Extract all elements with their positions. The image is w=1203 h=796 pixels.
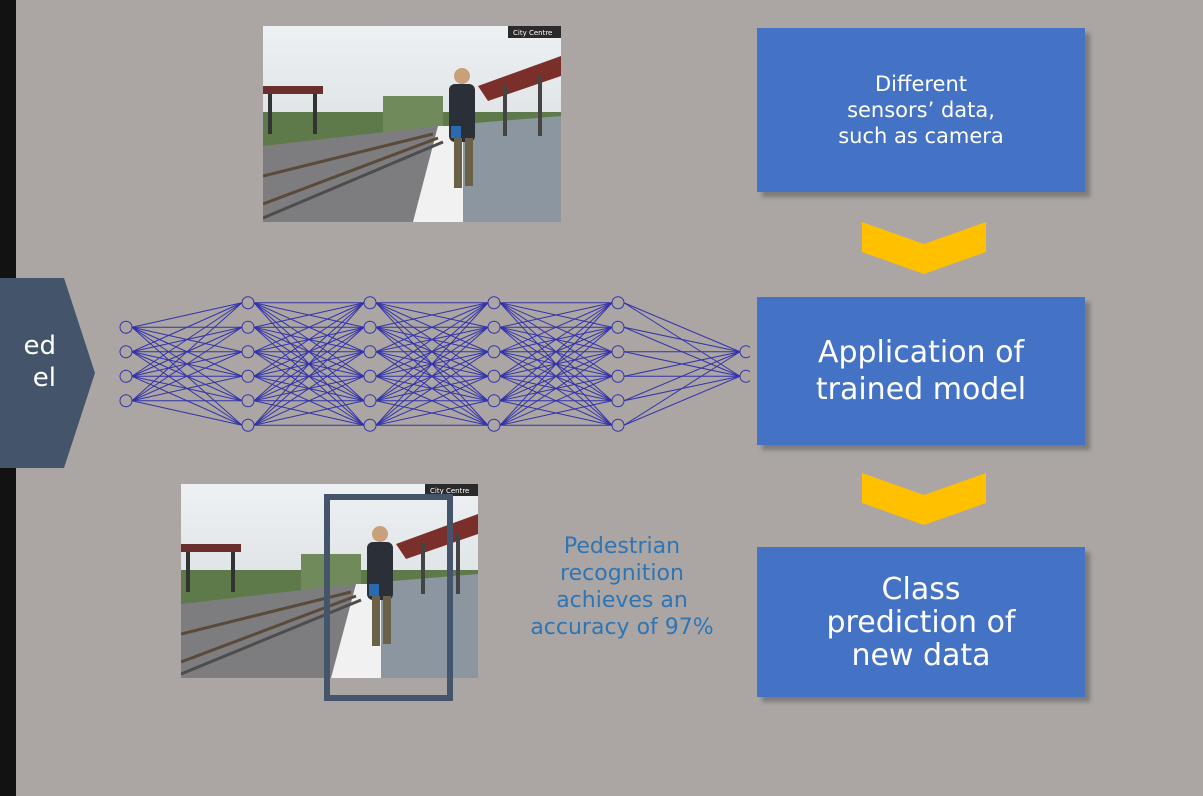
network-edge	[499, 400, 613, 426]
network-edge	[623, 375, 741, 426]
network-edge	[499, 302, 613, 402]
network-node	[611, 296, 625, 310]
network-node	[611, 320, 625, 334]
network-edge	[131, 326, 243, 402]
network-node	[611, 345, 625, 359]
class-prediction-label: Class prediction of new data	[826, 571, 1016, 673]
network-node	[487, 296, 501, 310]
apply-model-label: Application of trained model	[815, 335, 1027, 407]
network-edge	[253, 400, 365, 426]
network-edge	[253, 351, 365, 426]
network-node	[611, 369, 625, 383]
network-edge	[131, 400, 243, 426]
network-edge	[131, 302, 243, 377]
network-node	[739, 345, 750, 359]
network-node	[611, 394, 625, 408]
network-node	[363, 394, 377, 408]
network-edge	[623, 326, 741, 353]
network-edge	[375, 302, 489, 377]
network-edge	[623, 351, 741, 426]
network-edge	[253, 375, 365, 426]
network-edge	[499, 302, 613, 353]
network-edge	[499, 326, 613, 426]
network-node	[363, 320, 377, 334]
sensors-data-label: Different sensors’ data, such as camera	[838, 72, 1004, 148]
network-edge	[375, 302, 489, 402]
network-edge	[131, 302, 243, 402]
network-edge	[375, 400, 489, 426]
pedestrian-photo-input: City Centre	[263, 26, 561, 222]
network-node	[119, 345, 133, 359]
network-edge	[253, 326, 365, 426]
network-node	[363, 345, 377, 359]
network-edge	[623, 351, 741, 377]
network-node	[487, 418, 501, 432]
network-node	[363, 296, 377, 310]
network-edge	[131, 375, 243, 402]
photo-top-sign: City Centre	[513, 29, 552, 37]
accuracy-caption: Pedestrian recognition achieves an accur…	[530, 534, 714, 640]
network-node	[363, 418, 377, 432]
network-edge	[375, 351, 489, 426]
network-edge	[375, 302, 489, 328]
network-edge	[253, 302, 365, 353]
network-edge	[131, 302, 243, 353]
network-node	[119, 369, 133, 383]
network-edge	[375, 302, 489, 353]
network-node	[241, 394, 255, 408]
network-edge	[499, 302, 613, 328]
network-edge	[499, 302, 613, 377]
network-edge	[623, 302, 741, 353]
network-node	[241, 418, 255, 432]
network-edge	[375, 326, 489, 426]
network-edge	[499, 375, 613, 426]
network-edge	[131, 302, 243, 328]
detection-bounding-box	[324, 494, 453, 701]
photo-bottom-sign: City Centre	[430, 487, 469, 495]
network-node	[119, 320, 133, 334]
network-node	[487, 345, 501, 359]
network-node	[611, 418, 625, 432]
network-node	[241, 369, 255, 383]
network-node	[241, 345, 255, 359]
network-edge	[375, 302, 489, 426]
network-node	[241, 320, 255, 334]
sensors-data-box: Different sensors’ data, such as camera	[757, 28, 1085, 192]
network-edge	[131, 351, 243, 402]
neural-network-diagram	[119, 296, 750, 432]
network-node	[487, 369, 501, 383]
class-prediction-box: Class prediction of new data	[757, 547, 1085, 697]
network-node	[487, 394, 501, 408]
network-node	[739, 369, 750, 383]
network-edge	[253, 302, 365, 402]
chevron-down-icon	[862, 222, 986, 274]
network-edge	[253, 302, 365, 426]
network-node	[363, 369, 377, 383]
trained-model-tab	[0, 278, 95, 468]
network-edge	[253, 302, 365, 377]
chevron-down-icon	[862, 473, 986, 525]
trained-model-tab-label: ed el	[23, 331, 57, 393]
apply-model-box: Application of trained model	[757, 297, 1085, 445]
network-edge	[499, 351, 613, 426]
network-node	[241, 296, 255, 310]
network-node	[119, 394, 133, 408]
network-edge	[375, 375, 489, 426]
network-edge	[499, 302, 613, 426]
network-edge	[623, 351, 741, 402]
network-node	[487, 320, 501, 334]
network-edge	[253, 302, 365, 328]
